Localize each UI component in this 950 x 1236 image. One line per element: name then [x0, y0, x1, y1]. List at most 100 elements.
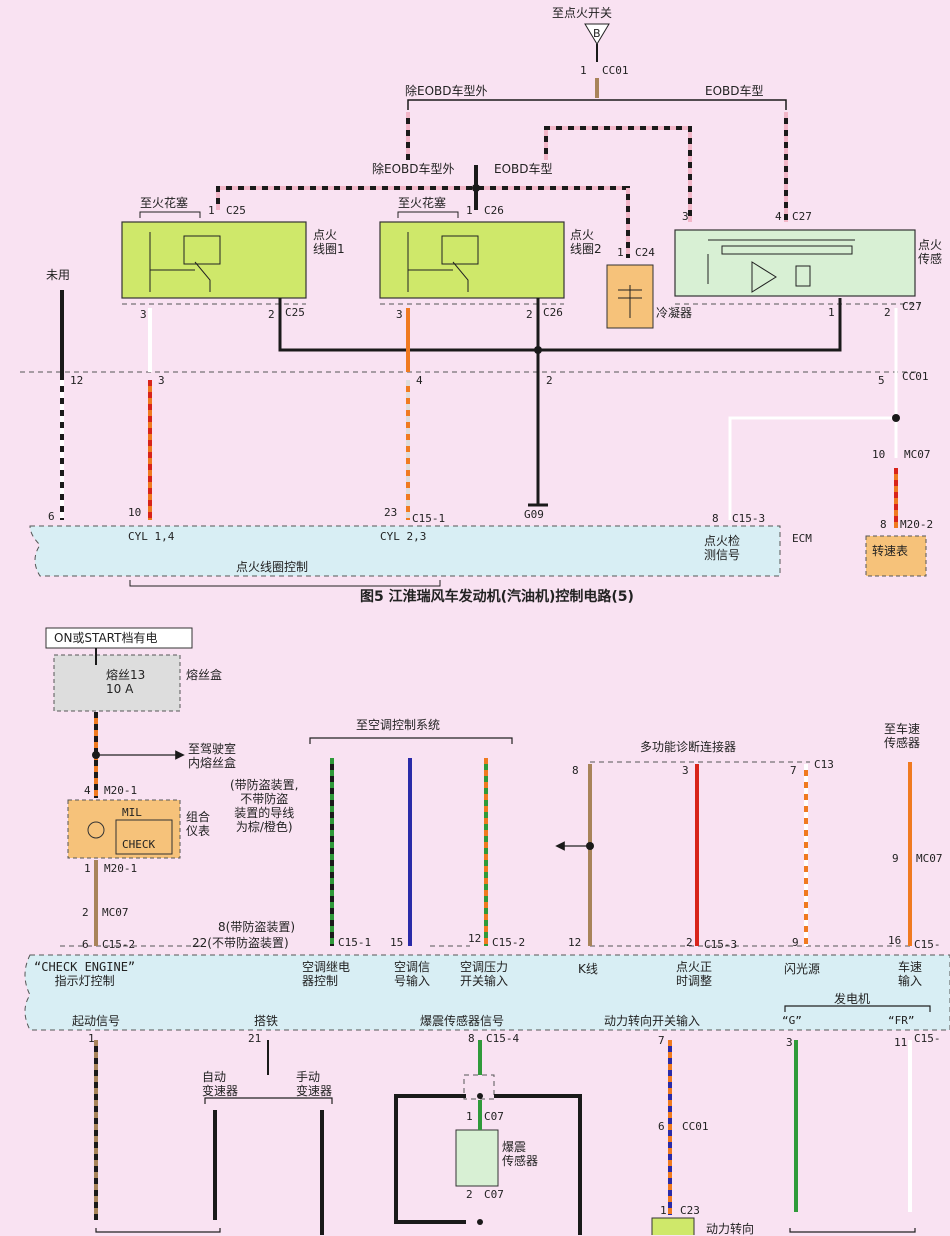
mc07-top-label: MC07: [904, 448, 931, 461]
tachometer-block: [865, 535, 927, 577]
c26-bottom-label: C26: [543, 306, 563, 319]
power-label: ON或START档有电: [54, 631, 158, 645]
c15-2-left-label: C15-2: [102, 938, 136, 951]
fuse-box-label: 熔丝盒: [186, 668, 223, 682]
generator-fr-label: “FR”: [888, 1014, 915, 1027]
diag-pin-7: 7: [790, 764, 797, 777]
coil-2-label: 点火 线圈2: [570, 228, 602, 256]
generator-pin-11: 11: [894, 1036, 908, 1049]
c25-pin-2: 2: [268, 308, 275, 321]
cluster-label: 组合 仪表: [186, 810, 211, 838]
ignition-sensor-label: 点火 传感: [918, 238, 943, 266]
ground-pin: 21: [248, 1032, 262, 1045]
knock-sensor-block: [455, 1129, 499, 1187]
cc01-pin-1: 1: [580, 64, 587, 77]
cc01-pin-2: 2: [546, 374, 553, 387]
ps-pin: 7: [658, 1034, 665, 1047]
c07-pin-1: 1: [466, 1110, 473, 1123]
auto-trans-label: 自动 变速器: [202, 1070, 239, 1098]
c15-2-bottom-label: C15-2: [492, 936, 526, 949]
c27-pin-2: 2: [884, 306, 891, 319]
c15-generator-label: C15-: [914, 1032, 941, 1045]
spark-plug-label-2: 至火花塞: [398, 196, 447, 210]
ecm-pin-8: 8: [712, 512, 719, 525]
k-line-pin: 12: [568, 936, 582, 949]
c24-pin-1: 1: [617, 246, 624, 259]
cc01-pin-4: 4: [416, 374, 423, 387]
m20-1-top-label: M20-1: [104, 784, 138, 797]
figure-caption: 图5 江淮瑞风车发动机(汽油机)控制电路(5): [360, 589, 634, 605]
speed-input-label: 车速 输入: [898, 960, 923, 988]
check-label: CHECK: [122, 838, 156, 851]
c26-pin-2: 2: [526, 308, 533, 321]
knock-signal-label: 爆震传感器信号: [420, 1014, 505, 1028]
cc01-pin-6: 6: [658, 1120, 665, 1133]
spark-plug-label-1: 至火花塞: [140, 196, 189, 210]
power-box: [45, 627, 193, 649]
ignition-switch-mark: B: [593, 27, 601, 40]
c27-top-label: C27: [792, 210, 812, 223]
ac-pressure-label: 空调压力 开关输入: [460, 960, 509, 988]
ecm-pin-6: 6: [48, 510, 55, 523]
c24-label: C24: [635, 246, 655, 259]
check-engine-label: “CHECK ENGINE” 指示灯控制: [34, 960, 136, 988]
speed-sensor-label: 至车速 传感器: [884, 722, 921, 750]
knock-pin: 8: [468, 1032, 475, 1045]
c07-pin-2: 2: [466, 1188, 473, 1201]
c26-top-label: C26: [484, 204, 504, 217]
ecm-band-top: [29, 525, 781, 577]
cc01-pin-5: 5: [878, 374, 885, 387]
cc01-pin-3: 3: [158, 374, 165, 387]
start-pin: 1: [88, 1032, 95, 1045]
fuse-box-block: [53, 654, 181, 712]
ecm-band-bottom: [24, 954, 950, 1031]
c07-top-label: C07: [484, 1110, 504, 1123]
manual-trans-label: 手动 变速器: [296, 1070, 333, 1098]
ac-system-label: 至空调控制系统: [356, 718, 441, 732]
ignition-coil-2: [379, 221, 565, 299]
cyl-23-label: CYL 2,3: [380, 530, 427, 543]
c25-pin-1: 1: [208, 204, 215, 217]
non-eobd-label-2: 除EOBD车型外: [372, 162, 455, 176]
cc01-right-label: CC01: [902, 370, 929, 383]
check-lamp-box: [115, 819, 173, 855]
c15-3-bottom-label: C15-3: [704, 938, 738, 951]
ac-signal-label: 空调信 号输入: [394, 960, 431, 988]
c15-3-label: C15-3: [732, 512, 766, 525]
diag-connector-label: 多功能诊断连接器: [640, 740, 737, 754]
k-line-label: K线: [578, 962, 598, 976]
coil-1-label: 点火 线圈1: [313, 228, 345, 256]
antitheft-note: (带防盗装置, 不带防盗 装置的导线 为棕/橙色): [230, 778, 299, 834]
c25-top-label: C25: [226, 204, 246, 217]
c27-pin-4: 4: [775, 210, 782, 223]
c26-pin-1: 1: [466, 204, 473, 217]
knock-sensor-label: 爆震 传感器: [502, 1140, 539, 1168]
c25-pin-3: 3: [140, 308, 147, 321]
m20-1-bottom-pin: 1: [84, 862, 91, 875]
start-signal-label: 起动信号: [72, 1014, 121, 1028]
diag-pin-8: 8: [572, 764, 579, 777]
c25-bottom-label: C25: [285, 306, 305, 319]
diag-pin-3: 3: [682, 764, 689, 777]
ecm-pin-23: 23: [384, 506, 398, 519]
mil-label: MIL: [122, 806, 142, 819]
unused-label: 未用: [46, 268, 71, 282]
c07-bottom-label: C07: [484, 1188, 504, 1201]
c15-2-pin-6: 6: [82, 938, 89, 951]
ign-timing-pin: 2: [686, 936, 693, 949]
coil-control-label: 点火线圈控制: [236, 560, 309, 574]
c26-pin-3: 3: [396, 308, 403, 321]
ignition-coil-1: [121, 221, 307, 299]
mc07-pin-2: 2: [82, 906, 89, 919]
ps-switch-block: [651, 1217, 695, 1235]
generator-pin-3: 3: [786, 1036, 793, 1049]
mc07-right-label: MC07: [916, 852, 943, 865]
c15-1-label: C15-1: [412, 512, 446, 525]
m20-1-top-pin: 4: [84, 784, 91, 797]
pin-15: 15: [390, 936, 404, 949]
c27-pin-3: 3: [682, 210, 689, 223]
ign-timing-label: 点火正 时调整: [676, 960, 713, 988]
ac-pin-12: 12: [468, 932, 482, 945]
c15-1-bottom-label: C15-1: [338, 936, 372, 949]
